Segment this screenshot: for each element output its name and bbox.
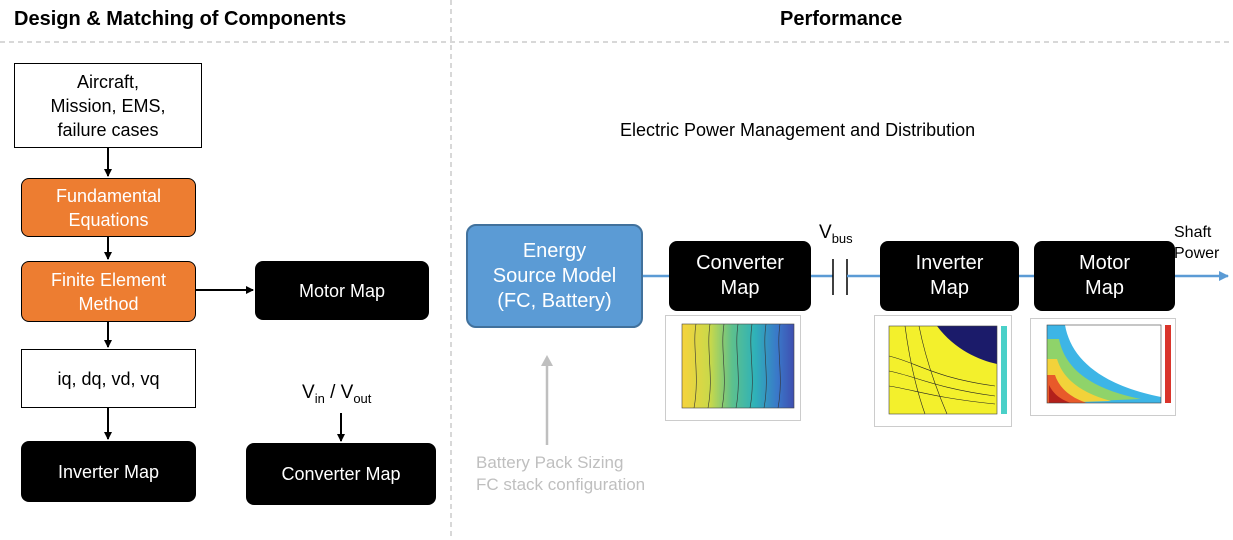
inverter-line-2: Map	[930, 277, 969, 299]
currents-label: iq, dq, vd, vq	[57, 368, 160, 389]
energy-line-1: Energy	[522, 239, 587, 262]
motor-map-label: Motor Map	[298, 280, 386, 301]
fundamental-equations-box: Fundamental Equations	[21, 178, 196, 237]
sizing-arrowhead	[541, 355, 553, 366]
converter-line-1: Converter	[696, 252, 784, 274]
shaft-power-label: Shaft Power	[1174, 224, 1220, 262]
fem-line-2: Method	[78, 293, 139, 314]
motor-line-1: Motor	[1078, 252, 1131, 274]
converter-map-label: Converter Map	[281, 464, 401, 484]
converter-efficiency-map-image	[665, 315, 801, 421]
performance-title: Performance	[780, 8, 903, 30]
aircraft-line-2: Mission, EMS,	[50, 95, 166, 116]
inverter-map-label: Inverter Map	[57, 461, 160, 482]
motor-efficiency-map-image	[1030, 318, 1176, 416]
converter-block: Converter Map	[669, 241, 811, 311]
motor-block: Motor Map	[1034, 241, 1175, 311]
inverter-efficiency-map-image	[874, 315, 1012, 427]
energy-line-2: Source Model	[492, 264, 617, 287]
currents-voltages-box: iq, dq, vd, vq	[21, 349, 196, 408]
converter-map-box: Converter Map	[246, 443, 436, 505]
aircraft-line-3: failure cases	[57, 119, 159, 140]
design-matching-title: Design & Matching of Components	[14, 8, 347, 30]
fem-line-1: Finite Element	[50, 269, 167, 290]
aircraft-mission-box: Aircraft, Mission, EMS, failure cases	[14, 63, 202, 148]
motor-map-box: Motor Map	[255, 261, 429, 320]
vbus-label: Vbus	[819, 222, 853, 246]
finite-element-method-box: Finite Element Method	[21, 261, 196, 322]
fundamental-line-2: Equations	[68, 209, 149, 230]
motor-line-2: Map	[1085, 277, 1124, 299]
inverter-line-1: Inverter	[915, 252, 984, 274]
epmd-subtitle: Electric Power Management and Distributi…	[620, 120, 976, 140]
converter-line-2: Map	[720, 277, 760, 299]
vin-vout-label: Vin / Vout	[302, 382, 372, 406]
energy-line-3: (FC, Battery)	[497, 289, 612, 312]
fundamental-line-1: Fundamental	[55, 185, 162, 206]
inverter-map-box: Inverter Map	[21, 441, 196, 502]
energy-source-model-box: Energy Source Model (FC, Battery)	[466, 224, 643, 328]
inverter-block: Inverter Map	[880, 241, 1019, 311]
sizing-label: Battery Pack Sizing FC stack configurati…	[476, 453, 646, 494]
aircraft-line-1: Aircraft,	[76, 71, 139, 92]
